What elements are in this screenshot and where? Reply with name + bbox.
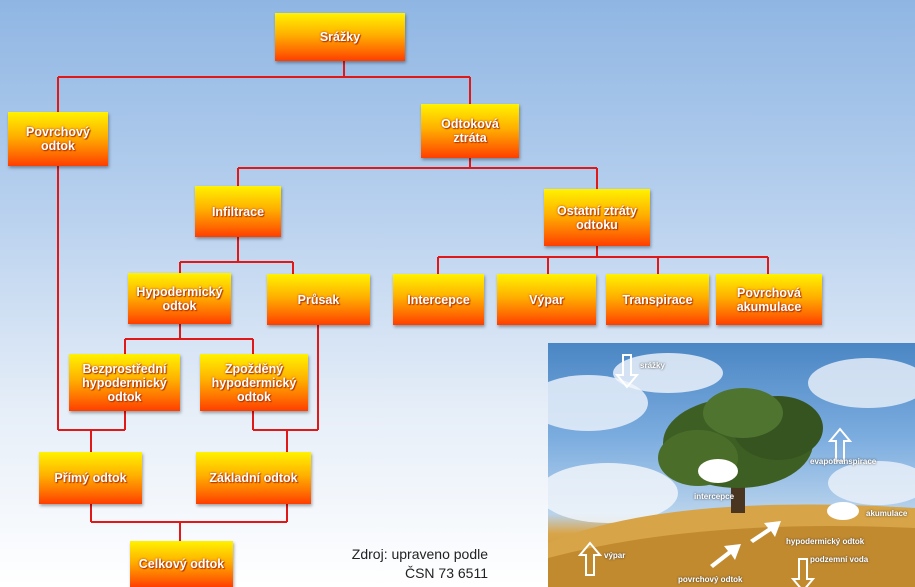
node-srazky: Srážky: [275, 13, 405, 61]
photo-label-hypodermicky-odtok: hypodermický odtok: [786, 537, 865, 546]
photo-label-povrchovy-odtok: povrchový odtok: [678, 575, 743, 584]
photo-label-evapotranspirace: evapotranspirace: [810, 457, 877, 466]
photo-label-akumulace: akumulace: [866, 509, 908, 518]
node-zpozdeny-hypodermicky-odtok: Zpožděný hypodermický odtok: [200, 354, 308, 411]
water-cycle-photo: srážky evapotranspirace intercepce akumu…: [548, 343, 915, 587]
node-intercepce: Intercepce: [393, 274, 484, 325]
node-primy-odtok: Přímý odtok: [39, 452, 142, 504]
node-bezprostredni-hypodermicky-odtok: Bezprostřední hypodermický odtok: [69, 354, 180, 411]
node-ostatni-ztraty: Ostatní ztráty odtoku: [544, 189, 650, 246]
node-transpirace: Transpirace: [606, 274, 709, 325]
source-line-2: ČSN 73 6511: [404, 565, 488, 581]
photo-label-intercepce: intercepce: [694, 492, 735, 501]
node-povrchova-akumulace: Povrchová akumulace: [716, 274, 822, 325]
node-zakladni-odtok: Základní odtok: [196, 452, 311, 504]
node-odtokova-ztrata: Odtoková ztráta: [421, 104, 519, 158]
node-hypodermicky-odtok: Hypodermický odtok: [128, 273, 231, 324]
node-infiltrace: Infiltrace: [195, 186, 281, 237]
node-celkovy-odtok: Celkový odtok: [130, 541, 233, 587]
photo-label-vypar: výpar: [604, 551, 626, 560]
photo-illustration: [548, 353, 915, 587]
source-line-1: Zdroj: upraveno podle: [351, 546, 488, 562]
node-povrchovy-odtok: Povrchový odtok: [8, 112, 108, 166]
node-vypar: Výpar: [497, 274, 596, 325]
source-citation: Zdroj: upraveno podle ČSN 73 6511: [300, 545, 488, 583]
photo-label-srazky: srážky: [640, 361, 665, 370]
node-prusak: Průsak: [267, 274, 370, 325]
photo-label-podzemni-voda: podzemní voda: [810, 555, 869, 564]
